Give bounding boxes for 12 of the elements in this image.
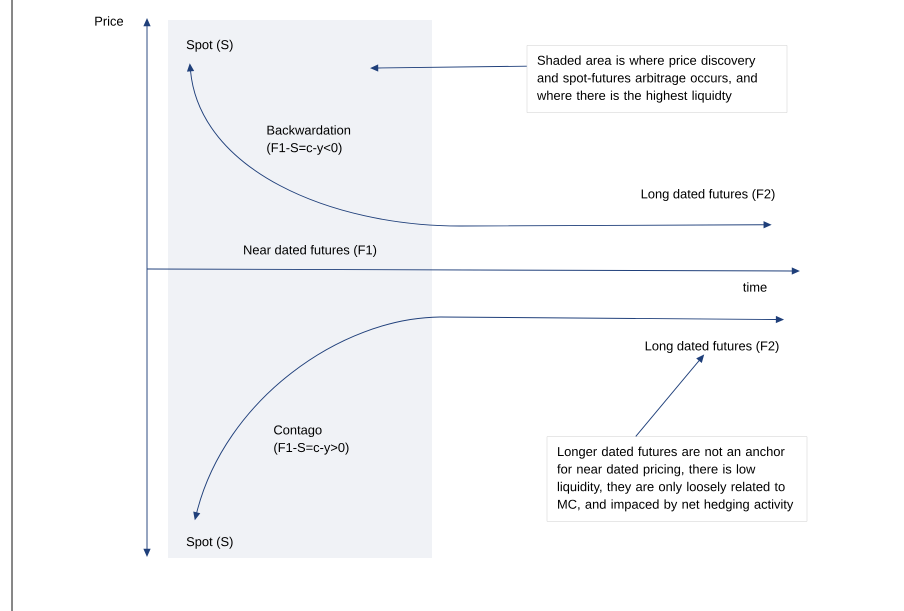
callout-box: Longer dated futures are not an anchor for near dated pricing, there is low liquidity, they are only loosely related to MC, and impaced by net hedging activity	[546, 436, 808, 522]
callout-box: Shaded area is where price discovery and spot-futures arbitrage occurs, and where there is the highest liquidty	[526, 45, 788, 113]
shaded-area	[168, 20, 432, 558]
curve-label: Contago (F1-S=c-y>0)	[274, 425, 349, 455]
axis-label: time	[743, 282, 767, 292]
curve-label: Long dated futures (F2)	[646, 341, 779, 353]
axis-label: Price	[95, 16, 124, 26]
curve-label: Spot (S)	[186, 40, 233, 52]
curve-label: Long dated futures (F2)	[642, 189, 775, 201]
curve-label: Backwardation (F1-S=c-y<0)	[267, 125, 350, 155]
curve-label: Spot (S)	[186, 536, 233, 549]
axis-label: Near dated futures (F1)	[244, 245, 376, 257]
